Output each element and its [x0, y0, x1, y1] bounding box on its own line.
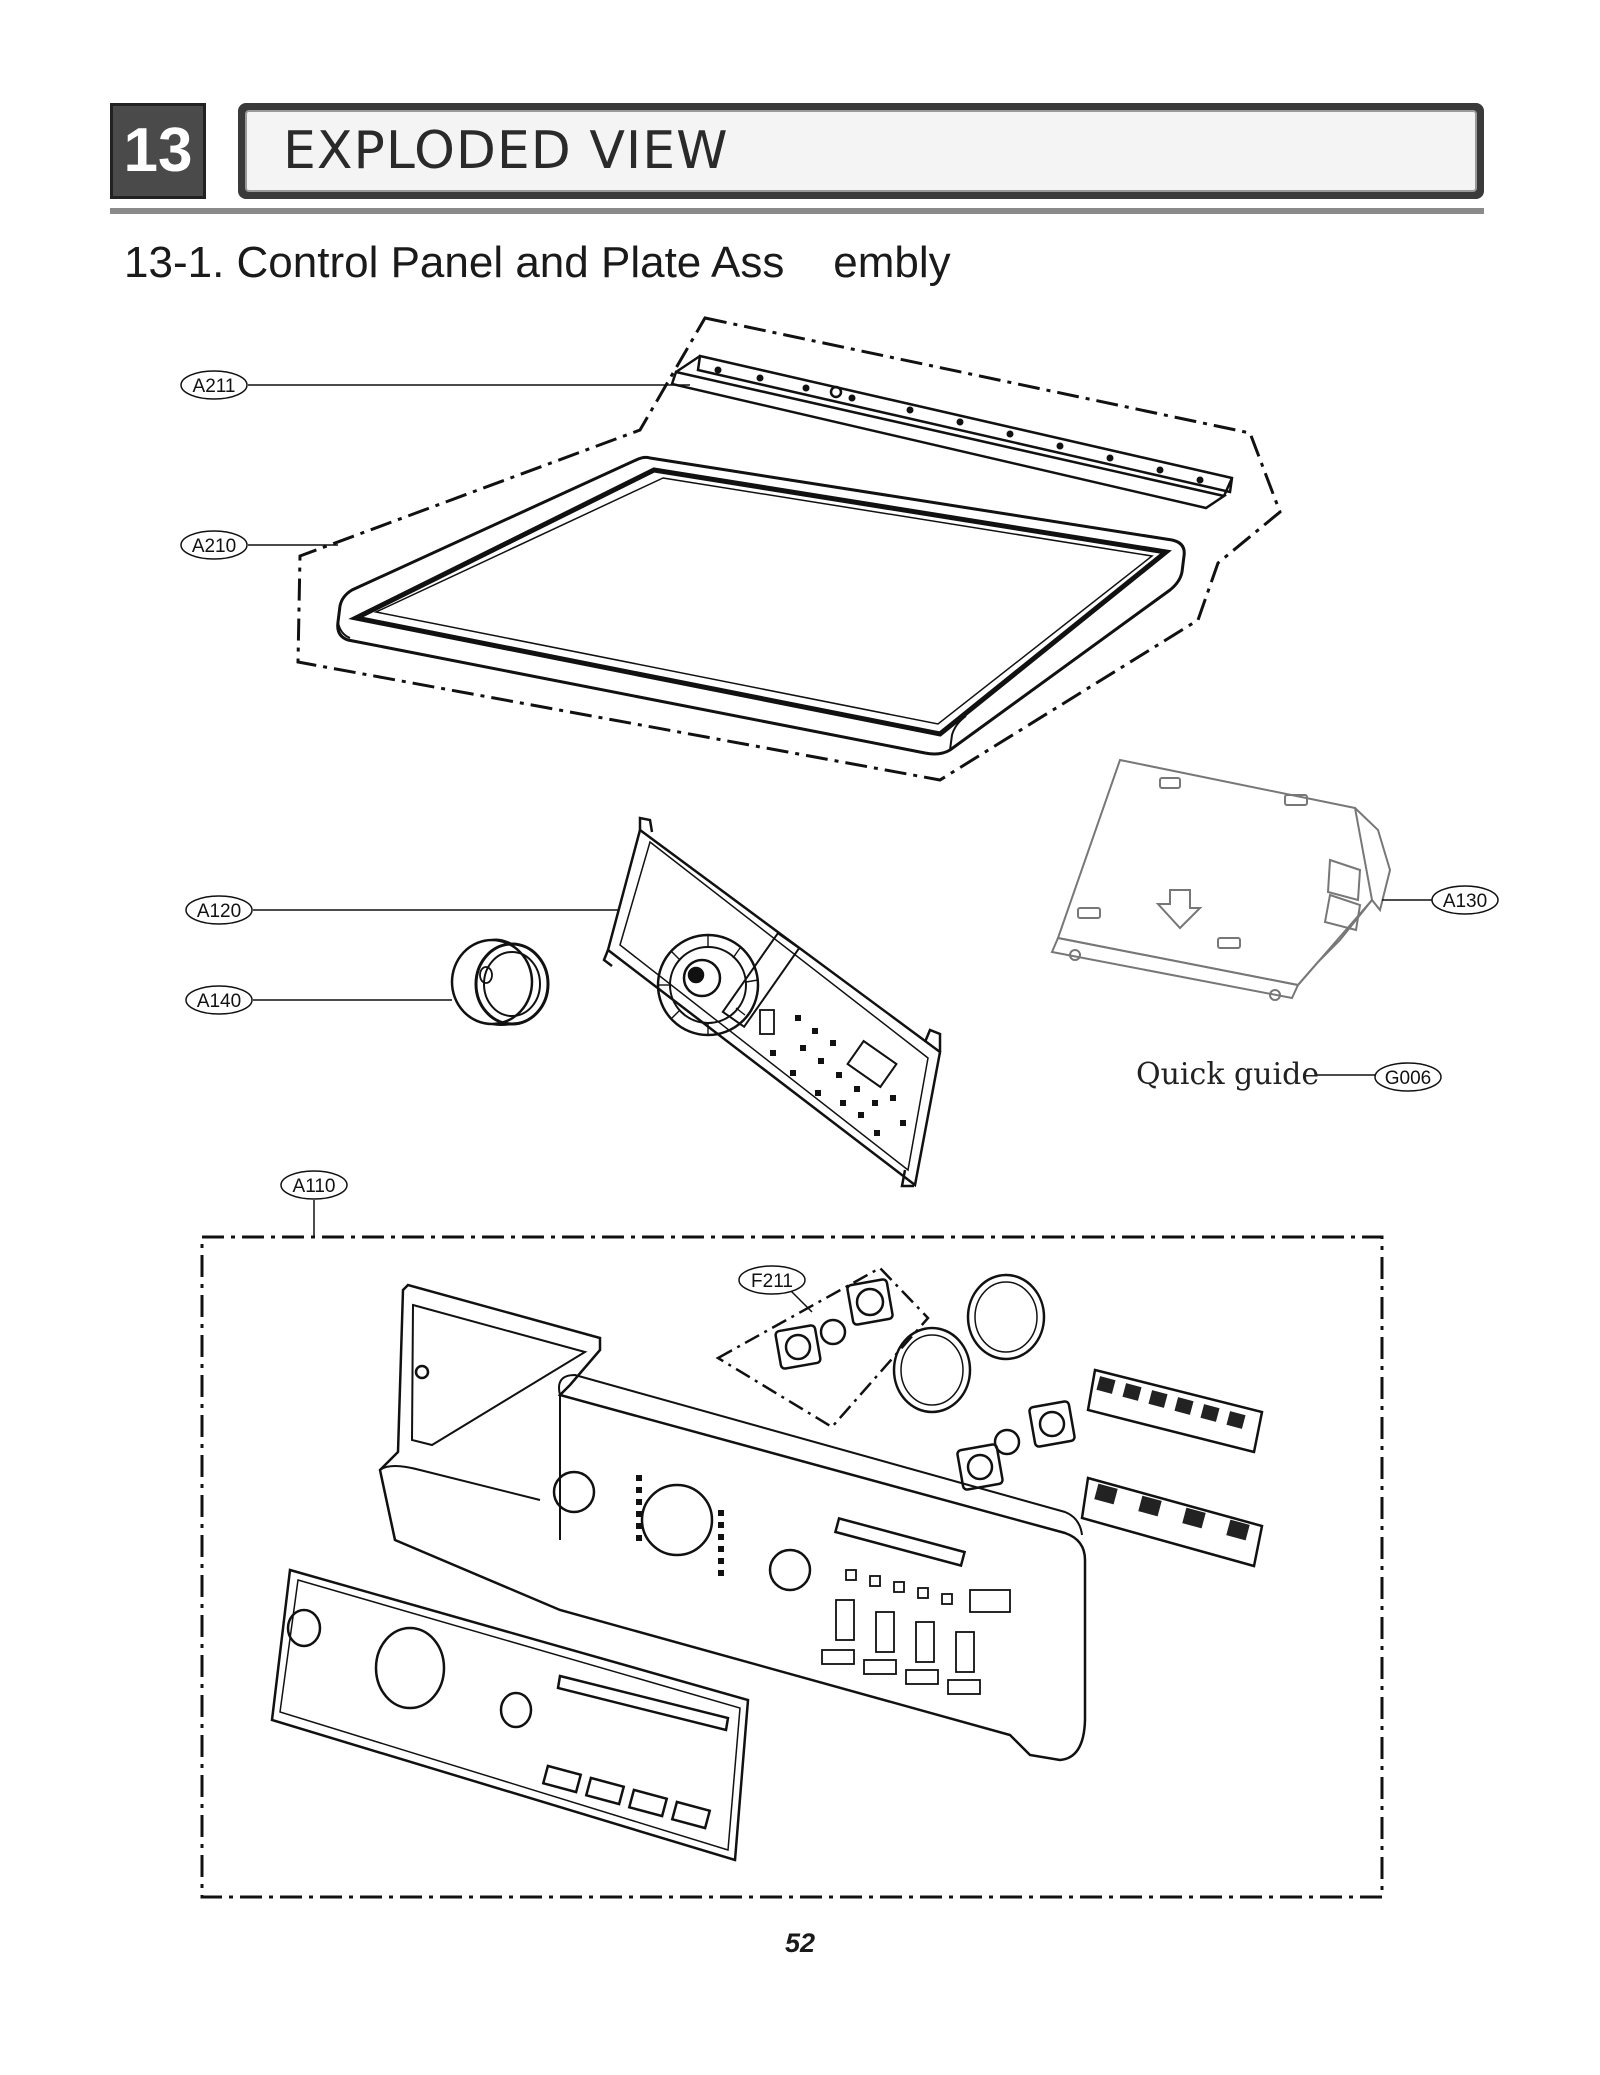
button-strips-part — [1080, 1368, 1264, 1568]
knob-rings-part — [774, 1273, 1076, 1491]
callout-a140: A140 — [185, 985, 452, 1015]
page-number: 52 — [784, 1928, 816, 1958]
pcb-assembly-part — [602, 816, 942, 1188]
callout-a210-label: A210 — [192, 536, 236, 557]
plate-assembly-boundary — [296, 316, 1282, 782]
page-title: EXPLODED VIEW — [245, 110, 1477, 192]
callout-g006-label: G006 — [1385, 1068, 1431, 1089]
callout-a211-label: A211 — [193, 376, 236, 397]
front-decor-panel-part — [270, 1568, 750, 1862]
section-number: 13 — [110, 103, 206, 199]
callout-f211: F211 — [738, 1265, 813, 1313]
control-panel-housing-part — [378, 1283, 1087, 1762]
callout-a120: A120 — [185, 895, 618, 925]
section-subtitle: 13-1. Control Panel and Plate Ass embly — [124, 238, 951, 287]
knob-ring-boundary — [715, 1266, 930, 1429]
callout-g006: G006 Quick guide — [1136, 1057, 1442, 1092]
knob-part — [450, 938, 550, 1026]
callout-a130-label: A130 — [1443, 891, 1487, 912]
rail-bracket-part — [670, 354, 1234, 510]
callout-a140-label: A140 — [197, 991, 241, 1012]
header-rule — [110, 208, 1484, 214]
top-plate-frame-part — [336, 455, 1186, 756]
callout-a211: A211 — [180, 370, 690, 400]
callout-a110: A110 — [280, 1170, 348, 1237]
callout-a130: A130 — [1382, 885, 1499, 915]
callout-a120-label: A120 — [197, 901, 241, 922]
callout-a210: A210 — [180, 530, 338, 560]
callout-f211-label: F211 — [751, 1271, 793, 1292]
pcb-cover-part — [1050, 758, 1392, 1001]
panel-assembly-boundary — [200, 1235, 1384, 1899]
callout-a110-label: A110 — [293, 1176, 336, 1197]
title-frame: EXPLODED VIEW — [238, 103, 1484, 199]
quick-guide-label: Quick guide — [1136, 1057, 1319, 1092]
